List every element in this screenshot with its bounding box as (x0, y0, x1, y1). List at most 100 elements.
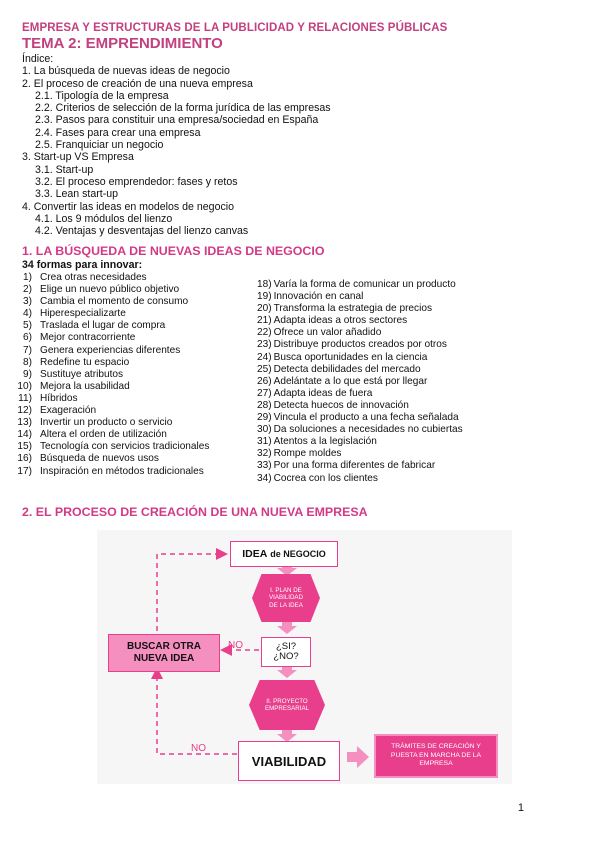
index-item: 2.5. Franquiciar un negocio (35, 139, 164, 152)
list-item-text: Elige un nuevo público objetivo (40, 284, 180, 296)
list-item: 4)Hiperespecializarte (10, 308, 209, 320)
page-title: TEMA 2: EMPRENDIMIENTO (22, 35, 223, 52)
list-item-text: Exageración (40, 405, 97, 417)
list-item: 30)Da soluciones a necesidades no cubier… (257, 424, 463, 436)
no-lower-label: NO (191, 743, 206, 754)
down-arrow-3 (282, 666, 292, 672)
list-item-number: 25) (257, 363, 272, 375)
list-item: 10)Mejora la usabilidad (10, 381, 209, 393)
list-item-text: Distribuye productos creados por otros (273, 339, 447, 351)
list-item-text: Da soluciones a necesidades no cubiertas (273, 424, 463, 436)
list-item: 26)Adelántate a lo que está por llegar (257, 376, 463, 388)
list-item: 13) Invertir un producto o servicio (10, 417, 209, 429)
list-item: 16) Búsqueda de nuevos usos (10, 453, 209, 465)
buscar-otra-idea-box: BUSCAR OTRA NUEVA IDEA (108, 634, 220, 672)
list-item: 25)Detecta debilidades del mercado (257, 364, 463, 376)
list-item: 11)Híbridos (10, 393, 209, 405)
index-item: 2.1. Tipología de la empresa (35, 89, 169, 102)
list-item-text: Traslada el lugar de compra (40, 320, 166, 332)
list-item-text: Sustituye atributos (40, 368, 124, 380)
list-item-text: Invertir un producto o servicio (40, 417, 173, 429)
list-item-text: Crea otras necesidades (40, 272, 147, 283)
list-item-number: 14) (17, 429, 32, 441)
list-item-number: 1) (23, 272, 32, 283)
index-item: 2.3. Pasos para constituir una empresa/s… (35, 114, 319, 127)
viabilidad-box: VIABILIDAD (238, 741, 340, 781)
list-item: 20)Transforma la estrategia de precios (257, 303, 463, 315)
list-item-text: Detecta debilidades del mercado (273, 363, 421, 375)
index-item: 4.2. Ventajas y desventajas del lienzo c… (35, 225, 249, 238)
list-item-number: 5) (23, 320, 32, 332)
list-item: 29)Vincula el producto a una fecha señal… (257, 412, 463, 424)
list-item: 24)Busca oportunidades en la ciencia (257, 352, 463, 364)
list-item-number: 8) (23, 356, 32, 368)
list-item-number: 26) (257, 375, 272, 387)
list-item-number: 32) (257, 448, 272, 460)
proyecto-empresarial-box: II. PROYECTO EMPRESARIAL (249, 680, 325, 730)
list-item-text: Ofrece un valor añadido (273, 327, 382, 339)
list-item-number: 13) (17, 417, 32, 429)
list-item-text: Busca oportunidades en la ciencia (273, 351, 428, 363)
list-item: 18)Varía la forma de comunicar un produc… (257, 279, 463, 291)
list-item-number: 9) (23, 368, 32, 380)
list-item-number: 2) (23, 284, 32, 296)
list-item: 21)Adapta ideas a otros sectores (257, 315, 463, 327)
idea-box: IDEA de NEGOCIO (230, 541, 338, 567)
list-item-text: Mejor contracorriente (40, 332, 136, 344)
innovation-list-left: 1) Crea otras necesidades 2) Elige un nuevo… (10, 272, 209, 478)
list-item: 9) Sustituye atributos (10, 369, 209, 381)
list-item: 23)Distribuye productos creados por otro… (257, 339, 463, 351)
table-of-contents: Índice: 1. La búsqueda de nuevas ideas d… (22, 53, 331, 237)
list-item-number: 3) (23, 296, 32, 308)
list-item-number: 19) (257, 291, 272, 303)
page-number: 1 (517, 802, 524, 814)
list-item: 7) Genera experiencias diferentes (10, 345, 209, 357)
list-item-number: 28) (257, 399, 272, 411)
list-item-text: Atentos a la legislación (273, 436, 377, 448)
down-arrow-4 (282, 730, 292, 736)
list-item: 5) Traslada el lugar de compra (10, 320, 209, 332)
list-item-text: Genera experiencias diferentes (40, 344, 181, 356)
plan-viabilidad-box: I. PLAN DE VIABILIDAD DE LA IDEA (252, 574, 320, 622)
list-item-number: 23) (257, 339, 272, 351)
index-item: 4. Convertir las ideas en modelos de neg… (22, 200, 234, 213)
list-item-text: Adelántate a lo que está por llegar (273, 375, 428, 387)
list-item: 22)Ofrece un valor añadido (257, 327, 463, 339)
list-item-text: Búsqueda de nuevos usos (40, 453, 159, 465)
list-item: 17) Inspiración en métodos tradicionales (10, 466, 209, 478)
tramites-box: TRÁMITES DE CREACIÓN Y PUESTA EN MARCHA … (374, 734, 498, 778)
list-item-number: 27) (257, 387, 272, 399)
list-item-number: 24) (257, 351, 272, 363)
index-item: 2.2. Criterios de selección de la forma … (35, 102, 331, 115)
list-item-text: Varía la forma de comunicar un producto (273, 279, 456, 290)
list-item-text: Rompe moldes (273, 448, 342, 460)
diagram-connectors (151, 548, 369, 768)
list-item-text: Transforma la estrategia de precios (273, 303, 432, 315)
index-item: 2. El proceso de creación de una nueva e… (22, 77, 253, 90)
list-item: 3)Cambia el momento de consumo (10, 296, 209, 308)
list-item-text: Inspiración en métodos tradicionales (40, 465, 204, 477)
list-item-number: 7) (23, 344, 32, 356)
list-item-number: 16) (17, 453, 32, 465)
list-item: 32)Rompe moldes (257, 448, 463, 460)
list-item: 8)Redefine tu espacio (10, 357, 209, 369)
loop-back-arrow (156, 548, 228, 640)
list-item: 2) Elige un nuevo público objetivo (10, 284, 209, 296)
section-1-title: 1. LA BÚSQUEDA DE NUEVAS IDEAS DE NEGOCI… (22, 244, 325, 258)
list-item-text: Vincula el producto a una fecha señalada (273, 412, 459, 424)
list-item-text: Adapta ideas a otros sectores (273, 315, 408, 327)
list-item: 6)Mejor contracorriente (10, 332, 209, 344)
section-1-subheading: 34 formas para innovar: (22, 259, 143, 271)
question-box: ¿SI? ¿NO? (261, 637, 311, 667)
list-item-number: 20) (257, 303, 272, 315)
list-item-number: 15) (17, 441, 32, 453)
index-item: 2.4. Fases para crear una empresa (35, 126, 201, 139)
index-list: 1. La búsqueda de nuevas ideas de negoci… (22, 65, 331, 237)
list-item: 14)Altera el orden de utilización (10, 429, 209, 441)
list-item-number: 17) (17, 465, 32, 477)
index-item: 1. La búsqueda de nuevas ideas de negoci… (22, 65, 230, 78)
list-item-number: 22) (257, 327, 272, 339)
index-label: Índice: (22, 53, 54, 65)
list-item: 33)Por una forma diferentes de fabricar (257, 460, 463, 472)
down-arrow-2 (282, 622, 292, 628)
